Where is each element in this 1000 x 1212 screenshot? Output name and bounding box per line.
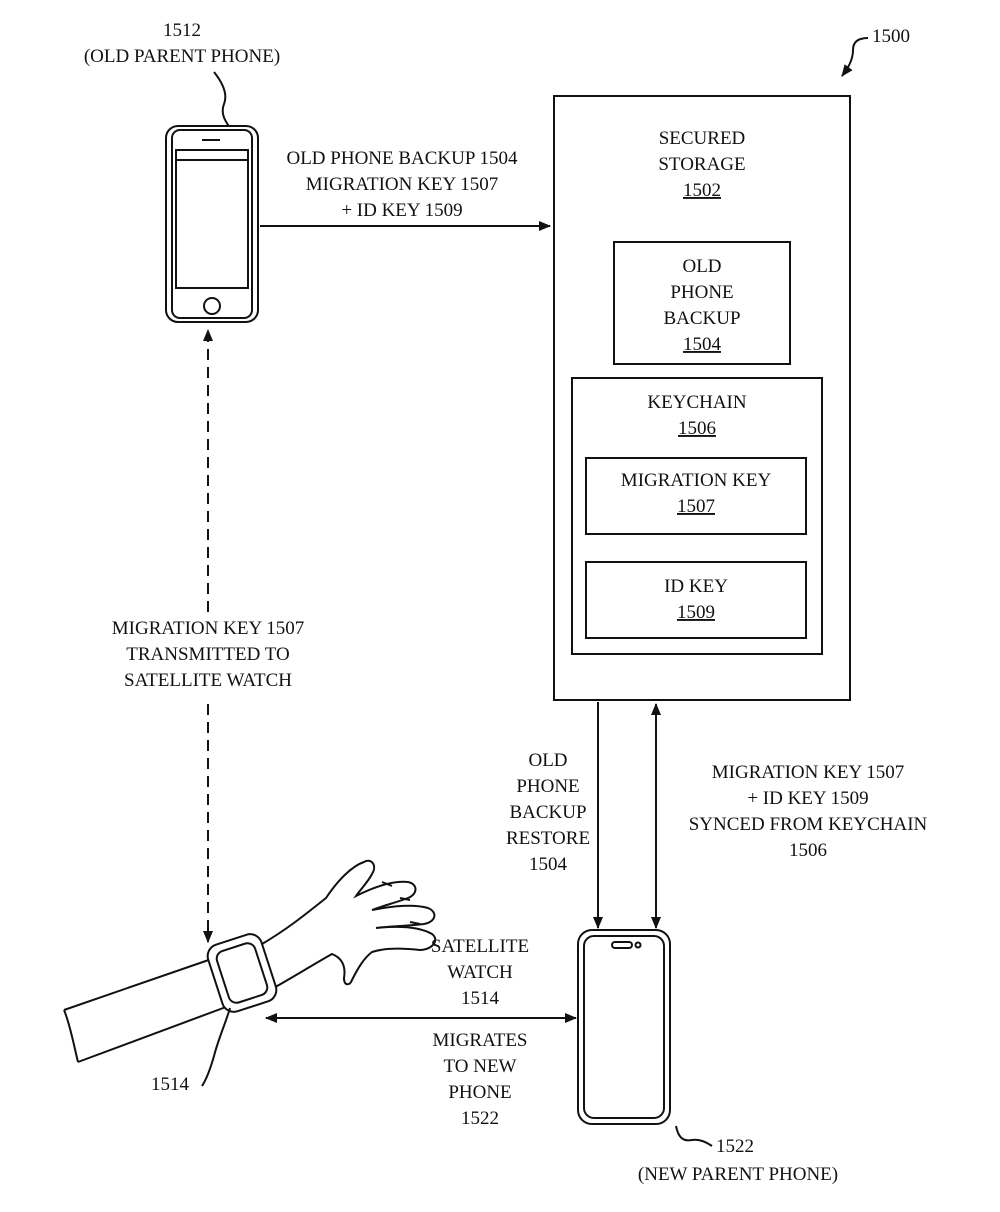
upload-label: OLD PHONE BACKUP 1504 MIGRATION KEY 1507… <box>286 148 518 221</box>
restore-label: OLD PHONE BACKUP RESTORE 1504 <box>506 750 590 875</box>
new-phone-illustration <box>577 929 671 1125</box>
upload-label-line: + ID KEY 1509 <box>341 200 462 221</box>
satellite-watch-label: SATELLITE WATCH 1514 <box>431 936 529 1009</box>
new-phone-caption: (NEW PARENT PHONE) <box>638 1164 838 1185</box>
restore-line: PHONE <box>516 776 579 797</box>
secured-storage-title: SECURED <box>659 128 746 149</box>
migrates-line: PHONE <box>448 1082 511 1103</box>
keychain-ref: 1506 <box>678 418 716 439</box>
sync-line: + ID KEY 1509 <box>747 788 868 809</box>
secured-storage-title: STORAGE <box>658 154 745 175</box>
figure-ref-label: 1500 <box>872 26 910 47</box>
migration-key-box <box>585 457 807 535</box>
watch-transmit-label: MIGRATION KEY 1507 TRANSMITTED TO SATELL… <box>112 618 304 691</box>
restore-line: OLD <box>528 750 567 771</box>
old-phone-backup-box <box>613 241 791 365</box>
id-key-ref: 1509 <box>677 602 715 623</box>
watch-transmit-line: MIGRATION KEY 1507 <box>112 618 304 639</box>
satellite-watch-line: SATELLITE <box>431 936 529 957</box>
old-phone-ref: 1512 <box>163 20 201 41</box>
sync-line: SYNCED FROM KEYCHAIN <box>689 814 928 835</box>
old-phone-caption: (OLD PARENT PHONE) <box>84 46 280 67</box>
migrates-line: 1522 <box>461 1108 499 1129</box>
restore-line: RESTORE <box>506 828 590 849</box>
upload-label-line: OLD PHONE BACKUP 1504 <box>286 148 518 169</box>
old-phone-backup-ref: 1504 <box>683 334 722 355</box>
new-phone-ref: 1522 <box>716 1136 754 1157</box>
id-key-label: ID KEY <box>664 576 728 597</box>
old-phone-reference: 1512 (OLD PARENT PHONE) <box>84 20 280 129</box>
satellite-watch-line: 1514 <box>461 988 500 1009</box>
migration-key-label: MIGRATION KEY <box>621 470 772 491</box>
watch-transmit-line: TRANSMITTED TO <box>126 644 289 665</box>
restore-line: 1504 <box>529 854 568 875</box>
secured-storage-ref: 1502 <box>683 180 721 201</box>
sync-label: MIGRATION KEY 1507 + ID KEY 1509 SYNCED … <box>689 762 928 861</box>
new-phone-reference: 1522 (NEW PARENT PHONE) <box>638 1125 838 1185</box>
old-phone-illustration <box>165 125 259 323</box>
migrates-line: TO NEW <box>444 1056 517 1077</box>
migration-key-ref: 1507 <box>677 496 715 517</box>
restore-line: BACKUP <box>509 802 586 823</box>
arm-with-watch-illustration <box>63 859 437 1087</box>
old-phone-backup-label: OLD <box>682 256 721 277</box>
old-phone-backup-label: PHONE <box>670 282 733 303</box>
watch-ref: 1514 <box>151 1074 190 1095</box>
satellite-watch-line: WATCH <box>447 962 513 983</box>
sync-line: MIGRATION KEY 1507 <box>712 762 904 783</box>
figure-reference: 1500 <box>841 26 910 77</box>
watch-transmit-line: SATELLITE WATCH <box>124 670 292 691</box>
keychain-label: KEYCHAIN <box>647 392 746 413</box>
sync-line: 1506 <box>789 840 827 861</box>
old-phone-backup-label: BACKUP <box>663 308 740 329</box>
migrates-line: MIGRATES <box>432 1030 527 1051</box>
upload-label-line: MIGRATION KEY 1507 <box>306 174 498 195</box>
id-key-box <box>585 561 807 639</box>
migrates-label: MIGRATES TO NEW PHONE 1522 <box>432 1030 527 1129</box>
